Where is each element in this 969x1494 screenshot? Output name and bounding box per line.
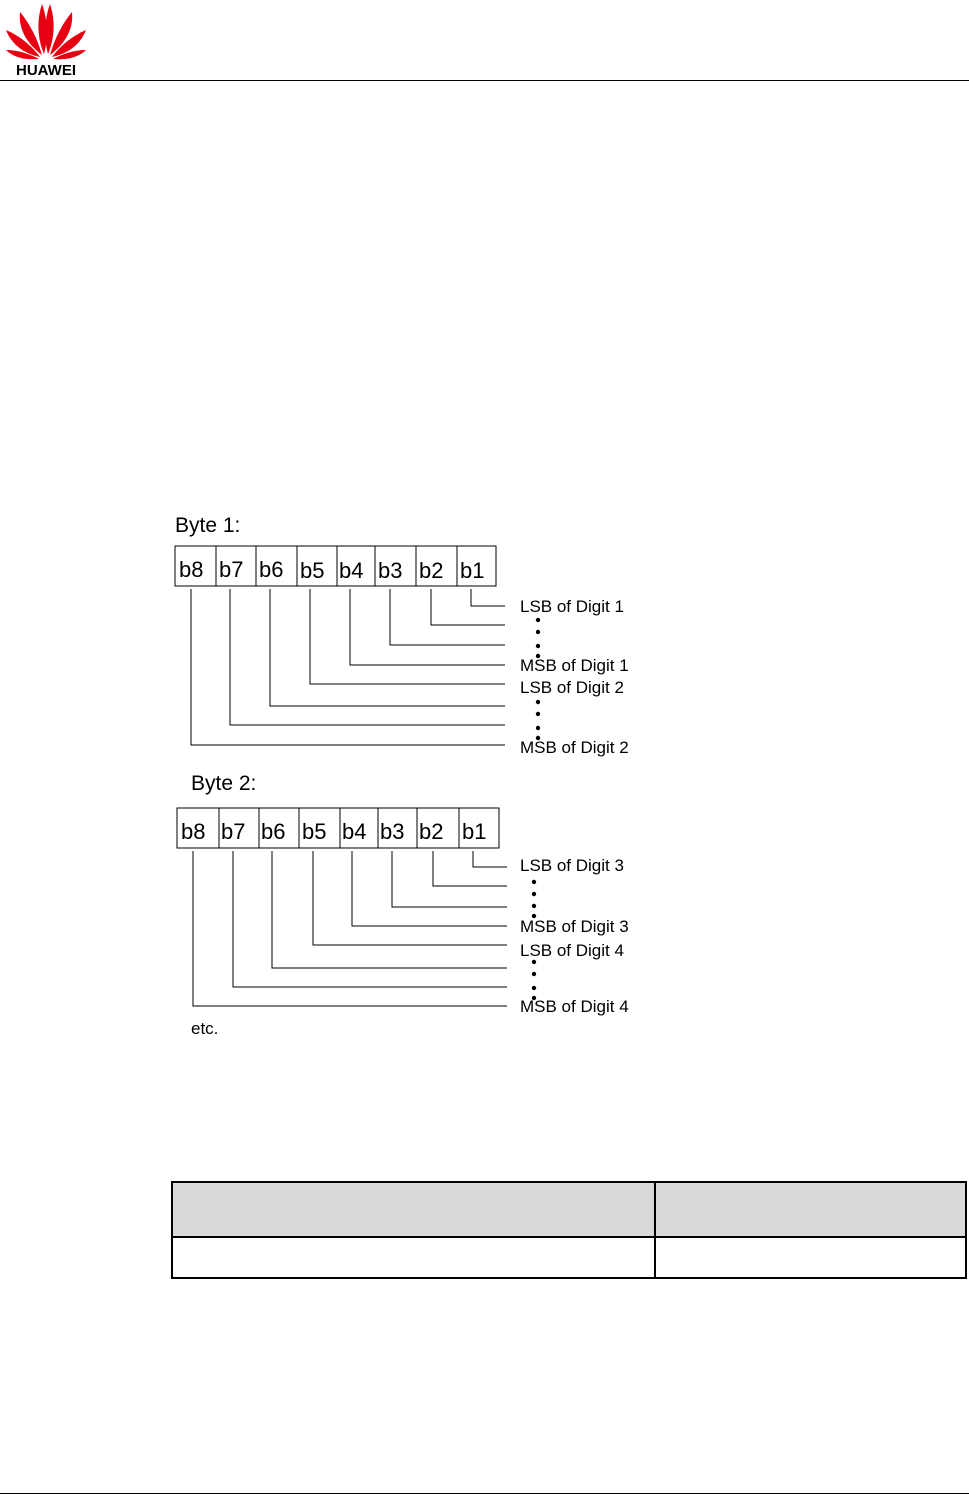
byte2-bit-b3: b3: [380, 819, 404, 844]
byte1-bit-box: [174, 545, 497, 587]
table-cell: [654, 1236, 967, 1279]
byte1-ellipsis-dots: [535, 617, 541, 741]
huawei-logo: [6, 4, 86, 60]
byte2-leader-lines: [192, 851, 507, 1007]
byte2-bit-b4: b4: [342, 819, 366, 844]
byte2-bit-b7: b7: [221, 819, 245, 844]
byte2-label-lsb-digit3: LSB of Digit 3: [520, 856, 624, 875]
byte2-bit-b5: b5: [302, 819, 326, 844]
table-cell: [171, 1236, 656, 1279]
table-header-cell: [171, 1181, 656, 1238]
byte2-bit-box: [176, 807, 500, 849]
byte2-label-msb-digit4: MSB of Digit 4: [520, 997, 629, 1016]
logo-wordmark: HUAWEI: [16, 62, 76, 79]
byte1-label-lsb-digit1: LSB of Digit 1: [520, 597, 624, 616]
parameter-table: [171, 1181, 967, 1279]
byte2-bit-b6: b6: [261, 819, 285, 844]
byte2-bit-b2: b2: [419, 819, 443, 844]
byte1-bit-b1: b1: [460, 558, 484, 583]
byte2-bit-b1: b1: [462, 819, 486, 844]
byte2-group: Byte 2: b8 b7 b6 b5 b4 b3 b2 b1: [176, 772, 629, 1016]
logo-petals: [6, 4, 86, 60]
byte1-bit-b5: b5: [300, 558, 324, 583]
byte2-label-msb-digit3: MSB of Digit 3: [520, 917, 629, 936]
byte1-bit-b8: b8: [179, 557, 203, 582]
etc-note: etc.: [191, 1019, 218, 1038]
byte1-group: Byte 1: b8 b7 b6 b5 b4 b3 b2 b1: [174, 514, 629, 757]
byte1-bit-b2: b2: [419, 558, 443, 583]
byte2-ellipsis-dots: [531, 879, 537, 1001]
byte1-bit-b7: b7: [219, 557, 243, 582]
byte1-bit-b3: b3: [378, 558, 402, 583]
header-divider: [0, 80, 969, 81]
byte1-label-msb-digit1: MSB of Digit 1: [520, 656, 629, 675]
byte1-bit-b6: b6: [259, 557, 283, 582]
table-header-cell: [654, 1181, 967, 1238]
byte1-bit-b4: b4: [339, 558, 363, 583]
byte2-title: Byte 2:: [191, 772, 256, 795]
table-row: [171, 1236, 967, 1279]
byte2-label-lsb-digit4: LSB of Digit 4: [520, 941, 624, 960]
byte1-title: Byte 1:: [175, 514, 240, 537]
byte1-label-msb-digit2: MSB of Digit 2: [520, 738, 629, 757]
table-header-row: [171, 1181, 967, 1238]
byte1-label-lsb-digit2: LSB of Digit 2: [520, 678, 624, 697]
byte1-leader-lines: [190, 589, 505, 746]
byte2-bit-b8: b8: [181, 819, 205, 844]
